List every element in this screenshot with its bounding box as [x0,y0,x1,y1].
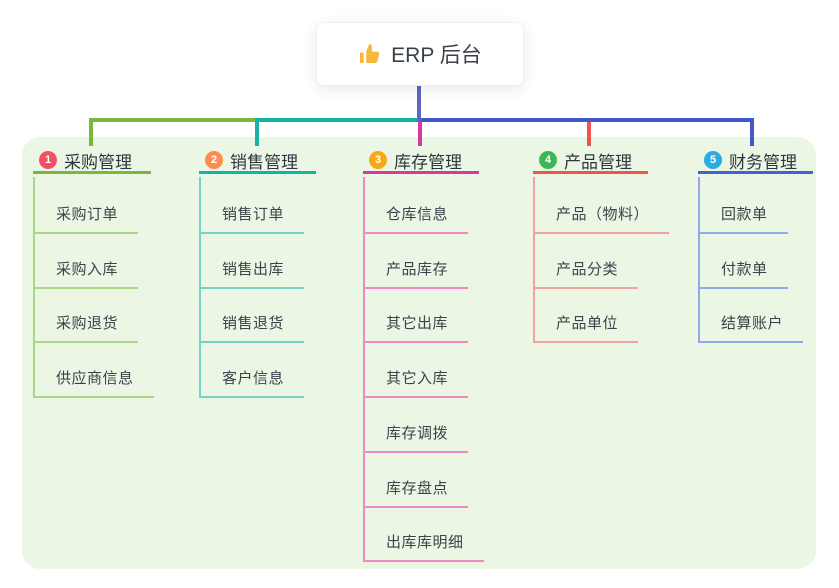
branch-3-number-badge: 3 [369,151,387,169]
child-node-4-3[interactable]: 产品单位 [533,311,639,343]
branch-3-title: 库存管理 [394,152,462,172]
branch-5-number-badge: 5 [704,151,722,169]
trunk-rail-left [89,118,256,122]
branch-node-2[interactable]: 2 销售管理 [199,149,316,174]
child-node-5-3[interactable]: 结算账户 [698,311,804,343]
branch-2-number-badge: 2 [205,151,223,169]
child-node-5-1[interactable]: 回款单 [698,202,788,234]
branch-1-children-line [33,177,35,396]
branch-2-children-line [199,177,201,396]
trunk-rail-mid [255,118,421,122]
child-node-3-3[interactable]: 其它出库 [363,311,469,343]
root-connector-line [417,84,421,122]
child-node-1-2[interactable]: 采购入库 [33,257,139,289]
trunk-rail-right [417,118,754,122]
branch-5-title: 财务管理 [729,152,797,172]
branch-4-children-line [533,177,535,341]
child-node-3-5[interactable]: 库存调拨 [363,421,469,453]
branch-2-title: 销售管理 [230,152,298,172]
branch-node-3[interactable]: 3 库存管理 [363,149,479,174]
child-node-2-4[interactable]: 客户信息 [199,366,305,398]
branch-5-drop-line [750,118,754,146]
branch-node-1[interactable]: 1 采购管理 [33,149,151,174]
root-node-label: ERP 后台 [391,44,482,67]
child-node-3-6[interactable]: 库存盘点 [363,476,469,508]
child-node-1-4[interactable]: 供应商信息 [33,366,154,398]
branch-1-drop-line [89,118,93,146]
branch-1-title: 采购管理 [64,152,132,172]
branch-4-drop-line [587,118,591,146]
child-node-3-1[interactable]: 仓库信息 [363,202,469,234]
branch-3-drop-line [418,118,422,146]
root-node-erp[interactable]: ERP 后台 [316,22,524,86]
child-node-1-3[interactable]: 采购退货 [33,311,139,343]
branch-3-children-line [363,177,365,560]
child-node-3-4[interactable]: 其它入库 [363,366,469,398]
child-node-2-1[interactable]: 销售订单 [199,202,305,234]
child-node-3-2[interactable]: 产品库存 [363,257,469,289]
mindmap-background-panel [22,137,816,569]
branch-node-5[interactable]: 5 财务管理 [698,149,813,174]
branch-1-number-badge: 1 [39,151,57,169]
child-node-2-2[interactable]: 销售出库 [199,257,305,289]
child-node-4-2[interactable]: 产品分类 [533,257,639,289]
child-node-2-3[interactable]: 销售退货 [199,311,305,343]
branch-node-4[interactable]: 4 产品管理 [533,149,648,174]
child-node-3-7[interactable]: 出库库明细 [363,530,484,562]
branch-4-title: 产品管理 [564,152,632,172]
child-node-5-2[interactable]: 付款单 [698,257,788,289]
thumbs-up-icon [358,42,382,66]
branch-2-drop-line [255,118,259,146]
branch-4-number-badge: 4 [539,151,557,169]
child-node-1-1[interactable]: 采购订单 [33,202,139,234]
child-node-4-1[interactable]: 产品（物料） [533,202,670,234]
branch-5-children-line [698,177,700,341]
